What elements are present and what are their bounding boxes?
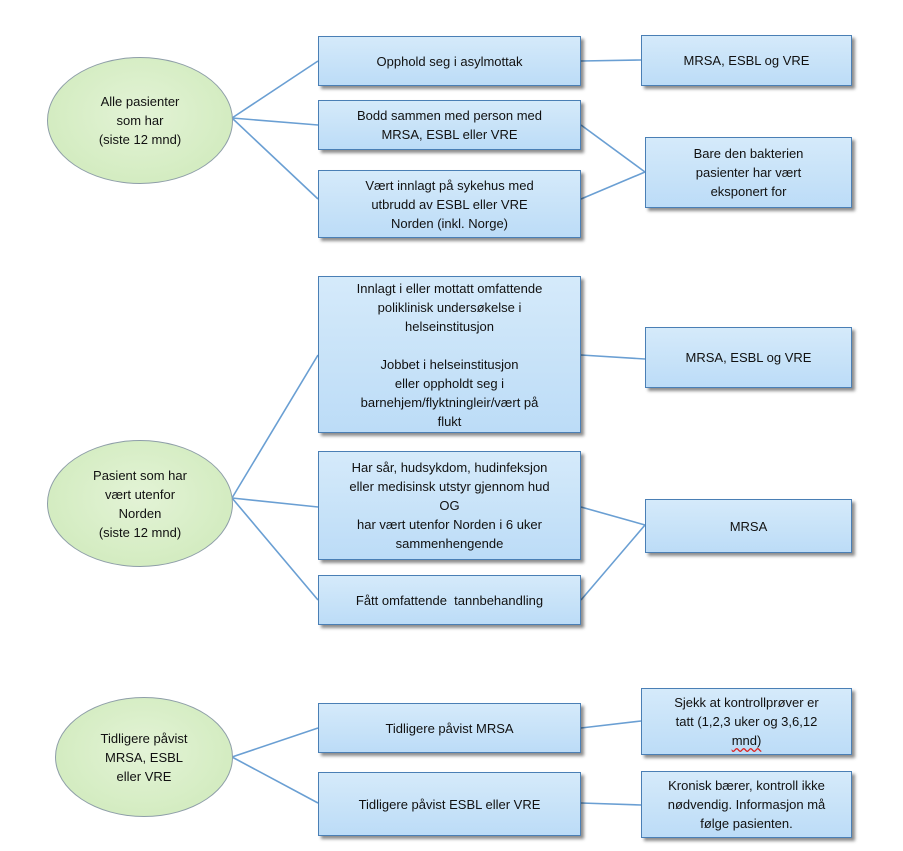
oval-tidligere-pavist: Tidligere påvist MRSA, ESBL eller VRE — [55, 697, 233, 817]
result-sjekk-kontrollprover: Sjekk at kontrollprøver er tatt (1,2,3 u… — [641, 688, 852, 755]
connector-helse-result — [580, 354, 646, 360]
connector-mrsa-result — [580, 720, 642, 729]
result-bare-bakterien: Bare den bakterien pasienter har vært ek… — [645, 137, 852, 208]
oval-alle-line3: (siste 12 mnd) — [98, 132, 182, 147]
connector-asyl-result — [580, 59, 642, 62]
box-tidligere-esbl-vre: Tidligere påvist ESBL eller VRE — [318, 772, 581, 836]
box-saar-hudsykdom: Har sår, hudsykdom, hudinfeksjon eller m… — [318, 451, 581, 560]
connector-oval1-asyl — [231, 60, 319, 119]
result-mrsa-esbl-vre-2: MRSA, ESBL og VRE — [645, 327, 852, 388]
oval-utenfor-norden: Pasient som har vært utenfor Norden (sis… — [47, 440, 233, 567]
connector-oval2-saar — [231, 497, 319, 508]
connector-saar-result — [580, 506, 646, 526]
box-bodd-sammen: Bodd sammen med person med MRSA, ESBL el… — [318, 100, 581, 150]
box-tidligere-mrsa: Tidligere påvist MRSA — [318, 703, 581, 753]
spellcheck-underline-mnd: mnd) — [731, 733, 762, 748]
connector-oval1-innlagt — [231, 117, 319, 200]
connector-innlagt-result — [580, 171, 646, 200]
connector-bodd-result — [580, 124, 646, 173]
result-kronisk-baerer: Kronisk bærer, kontroll ikke nødvendig. … — [641, 771, 852, 838]
connector-tann-result — [580, 524, 646, 601]
connector-oval2-helse — [231, 354, 319, 499]
box-innlagt-utbrudd: Vært innlagt på sykehus med utbrudd av E… — [318, 170, 581, 238]
connector-oval1-bodd — [231, 117, 319, 126]
connector-esbl-result — [580, 802, 642, 806]
box-tannbehandling: Fått omfattende tannbehandling — [318, 575, 581, 625]
result-mrsa-esbl-vre-1: MRSA, ESBL og VRE — [641, 35, 852, 86]
box-asylmottak: Opphold seg i asylmottak — [318, 36, 581, 86]
connector-oval3-mrsa — [231, 727, 319, 758]
oval-alle-pasienter: Alle pasienter som har (siste 12 mnd) — [47, 57, 233, 184]
box-helseinstitusjon: Innlagt i eller mottatt omfattende polik… — [318, 276, 581, 433]
connector-oval2-tann — [231, 497, 319, 601]
connector-oval3-esbl — [231, 756, 319, 804]
result-mrsa: MRSA — [645, 499, 852, 553]
